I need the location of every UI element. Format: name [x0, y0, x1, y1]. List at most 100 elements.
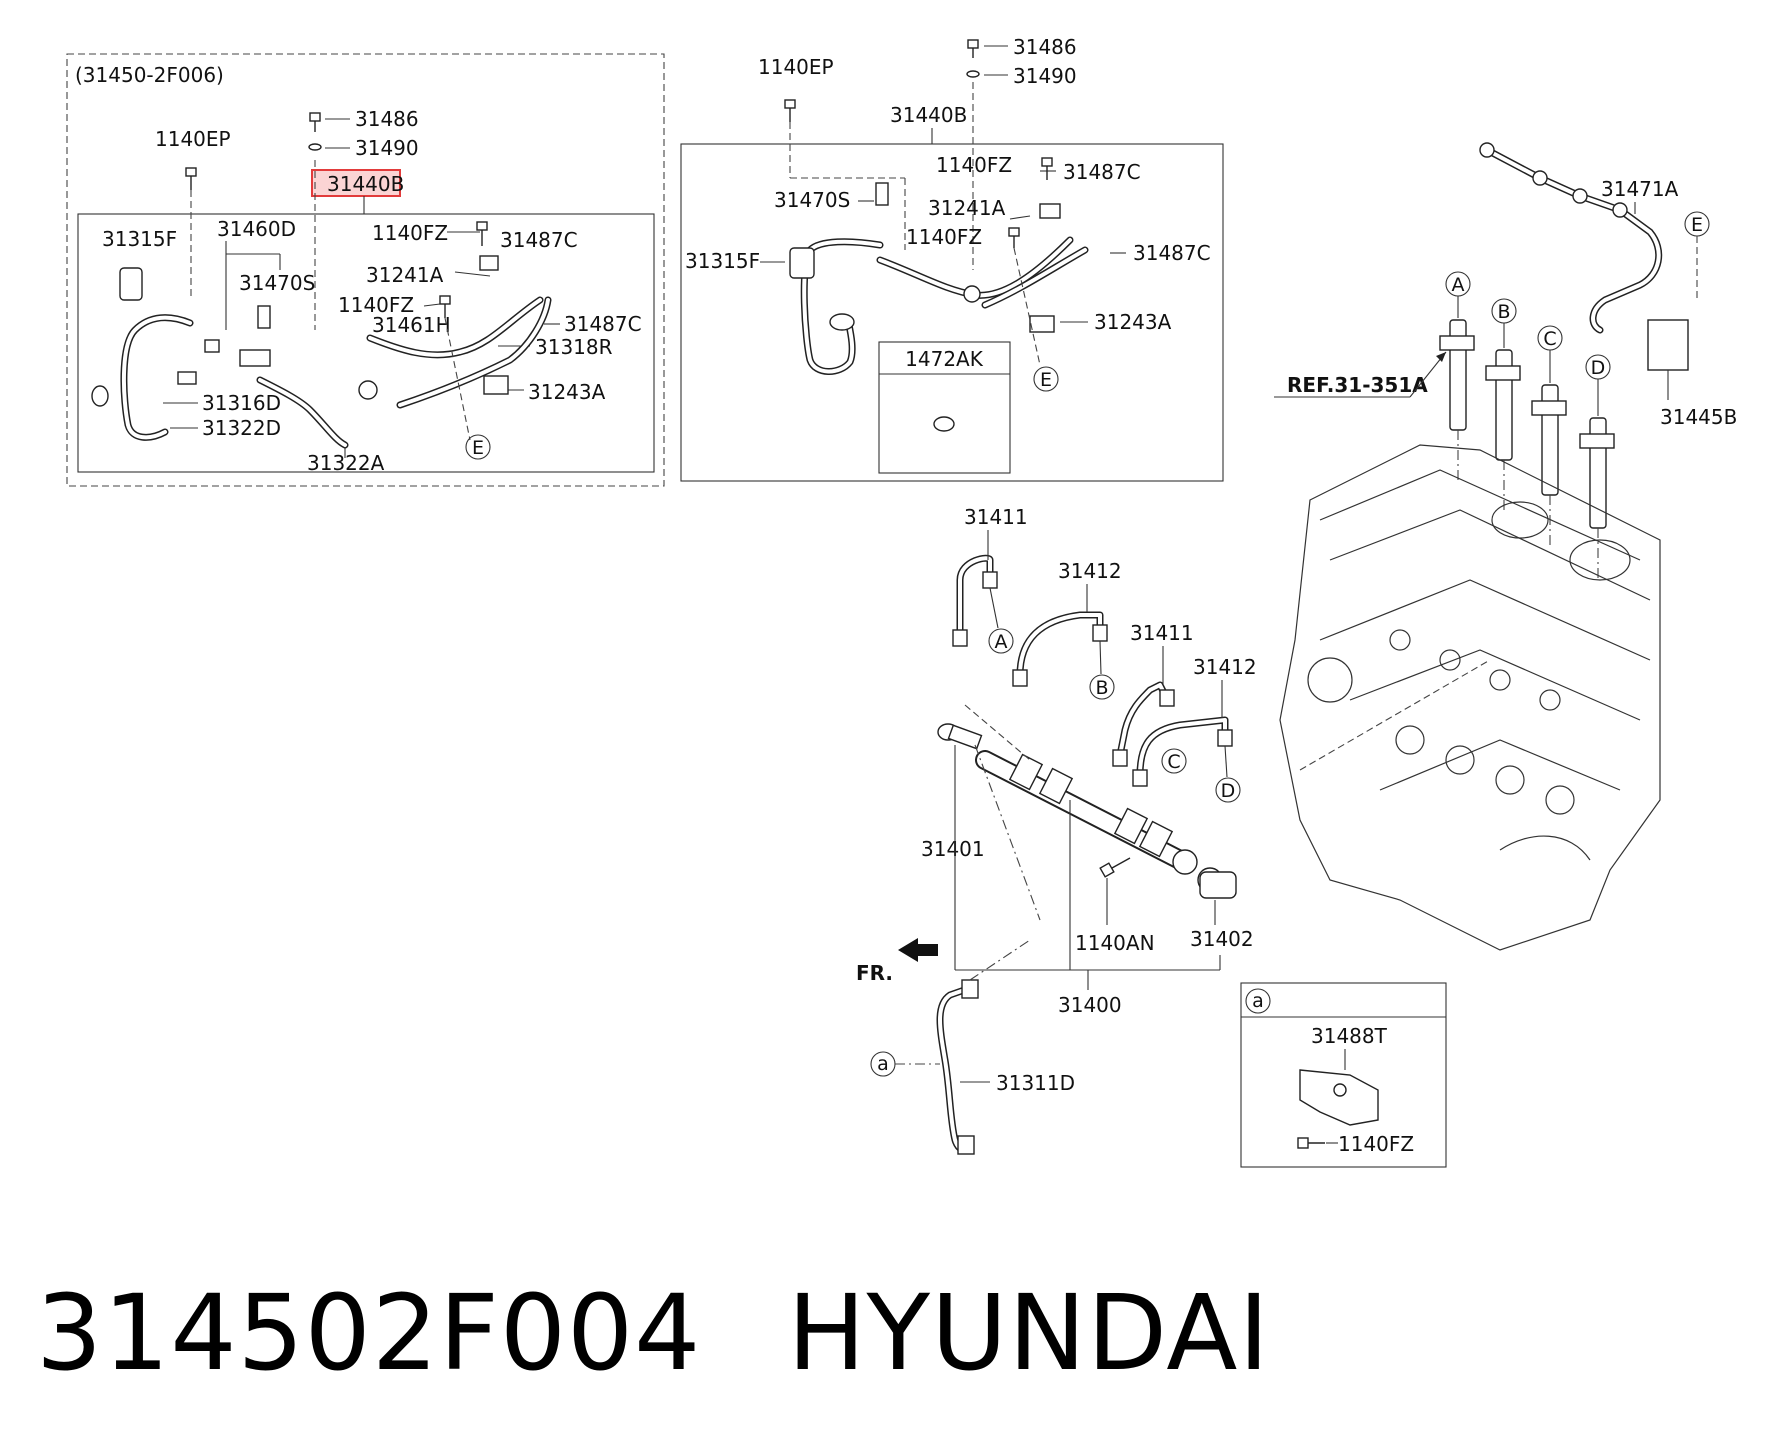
label-31445b: 31445B: [1660, 405, 1737, 429]
reference-circle-c: [1161, 748, 1187, 774]
middle-assembly: 1140EP 31486 31490 31440B 1140FZ 31487C …: [680, 35, 1224, 482]
label-c-pipe: C: [1167, 751, 1180, 773]
bracket-31488t-icon: [1299, 1069, 1379, 1126]
bracket-icon: [479, 255, 499, 271]
return-hose-mid: [800, 238, 884, 375]
label-31315f: 31315F: [102, 227, 177, 251]
injector-icon: [1531, 384, 1567, 545]
engine-block: [1279, 444, 1661, 951]
detail-box-a: [1240, 982, 1447, 1168]
clip-icon: [119, 267, 143, 301]
injector-icon: [1485, 349, 1521, 510]
bolt-icon: [309, 112, 321, 132]
label-31470s-mid: 31470S: [774, 188, 850, 212]
clamp-subbox: [878, 341, 1011, 474]
label-31322d: 31322D: [202, 416, 281, 440]
label-31440b-highlight: 31440B: [327, 172, 404, 196]
label-31243a: 31243A: [528, 380, 606, 404]
fitting-icon: [204, 339, 220, 353]
reference-circle-b: [1089, 674, 1115, 700]
sensor-icon: [257, 305, 271, 329]
label-31402: 31402: [1190, 927, 1254, 951]
label-31411-a: 31411: [964, 505, 1028, 529]
label-b-pipe: B: [1095, 677, 1108, 699]
label-31471a: 31471A: [1601, 177, 1679, 201]
connector-icon: [239, 349, 271, 367]
part-number: 314502F004: [36, 1272, 702, 1394]
label-e-mid: E: [1040, 369, 1052, 391]
reference-circle-a: [988, 628, 1014, 654]
reference-circle-e: [1033, 366, 1059, 392]
label-31460d: 31460D: [217, 217, 296, 241]
label-31440b-mid: 31440B: [890, 103, 967, 127]
banjo-icon: [963, 285, 981, 303]
label-31486-mid: 31486: [1013, 35, 1077, 59]
label-1140fz-detail: 1140FZ: [1338, 1132, 1414, 1156]
label-31401: 31401: [921, 837, 985, 861]
label-d-pipe: D: [1221, 780, 1236, 802]
washer-icon: [308, 143, 322, 151]
pressure-regulator-icon: [1197, 867, 1237, 899]
label-1140fz-mid-low: 1140FZ: [906, 225, 982, 249]
engine-group: 31471A E 31445B A: [1274, 142, 1737, 951]
label-31315f-mid: 31315F: [685, 249, 760, 273]
label-31316d: 31316D: [202, 391, 281, 415]
left-inner-box: [77, 213, 655, 473]
label-31318r: 31318R: [535, 335, 613, 359]
label-1140ep: 1140EP: [155, 127, 231, 151]
bracket-icon: [483, 375, 509, 395]
label-31241a: 31241A: [366, 263, 444, 287]
label-ref: REF.31-351A: [1287, 373, 1428, 397]
label-c-injector: C: [1543, 328, 1556, 350]
bolt-icon: [1008, 227, 1020, 248]
clamp-icon: [933, 416, 955, 432]
label-31486: 31486: [355, 107, 419, 131]
bolt-icon: [1297, 1137, 1325, 1149]
label-31487c-mid-low: 31487C: [1133, 241, 1211, 265]
label-1472ak: 1472AK: [905, 347, 984, 371]
label-e-main: E: [1691, 214, 1703, 236]
label-31311d: 31311D: [996, 1071, 1075, 1095]
reference-circle-detail-a: [1245, 988, 1271, 1014]
label-31412-a: 31412: [1058, 559, 1122, 583]
label-31241a-mid: 31241A: [928, 196, 1006, 220]
label-31470s: 31470S: [239, 271, 315, 295]
injector-icon: [1579, 417, 1615, 580]
fuel-rail-group: 31411 A 31412 B 31411 C 31412 D: [856, 505, 1447, 1168]
bolt-icon: [967, 39, 979, 58]
label-31487c-top: 31487C: [500, 228, 578, 252]
bolt-icon: [1099, 857, 1131, 878]
clip-icon: [789, 247, 815, 279]
label-b-injector: B: [1497, 301, 1510, 323]
fitting-icon: [829, 313, 855, 331]
bracket-icon: [1029, 315, 1055, 333]
label-1140fz-mid-top: 1140FZ: [936, 153, 1012, 177]
reference-circle-e: [465, 434, 491, 460]
brand-name: HYUNDAI: [787, 1272, 1271, 1394]
high-pressure-pipe-31412: [1016, 611, 1104, 679]
label-31400: 31400: [1058, 993, 1122, 1017]
sensor-icon: [875, 182, 889, 206]
label-a-injector: A: [1452, 274, 1465, 296]
high-pressure-pipe-31412-d: [1136, 716, 1229, 779]
label-31487c-mid-top: 31487C: [1063, 160, 1141, 184]
label-31412-b: 31412: [1193, 655, 1257, 679]
assembly-code: (31450-2F006): [75, 63, 224, 87]
bolt-icon: [185, 167, 197, 190]
bolt-icon: [784, 99, 796, 122]
footer-caption: 314502F004 HYUNDAI: [36, 1272, 1356, 1394]
front-arrow-icon: [898, 938, 938, 962]
label-31488t: 31488T: [1311, 1024, 1388, 1048]
bolt-icon: [476, 221, 488, 246]
label-1140fz-top: 1140FZ: [372, 221, 448, 245]
label-31461h: 31461H: [372, 313, 451, 337]
label-1140an: 1140AN: [1075, 931, 1155, 955]
bolt-icon: [439, 295, 451, 318]
label-31411-b: 31411: [1130, 621, 1194, 645]
label-fr: FR.: [856, 961, 893, 985]
middle-box: [680, 143, 1224, 482]
label-31490: 31490: [355, 136, 419, 160]
label-1140fz-mid: 1140FZ: [338, 293, 414, 317]
label-1140ep-mid: 1140EP: [758, 55, 834, 79]
label-31490-mid: 31490: [1013, 64, 1077, 88]
